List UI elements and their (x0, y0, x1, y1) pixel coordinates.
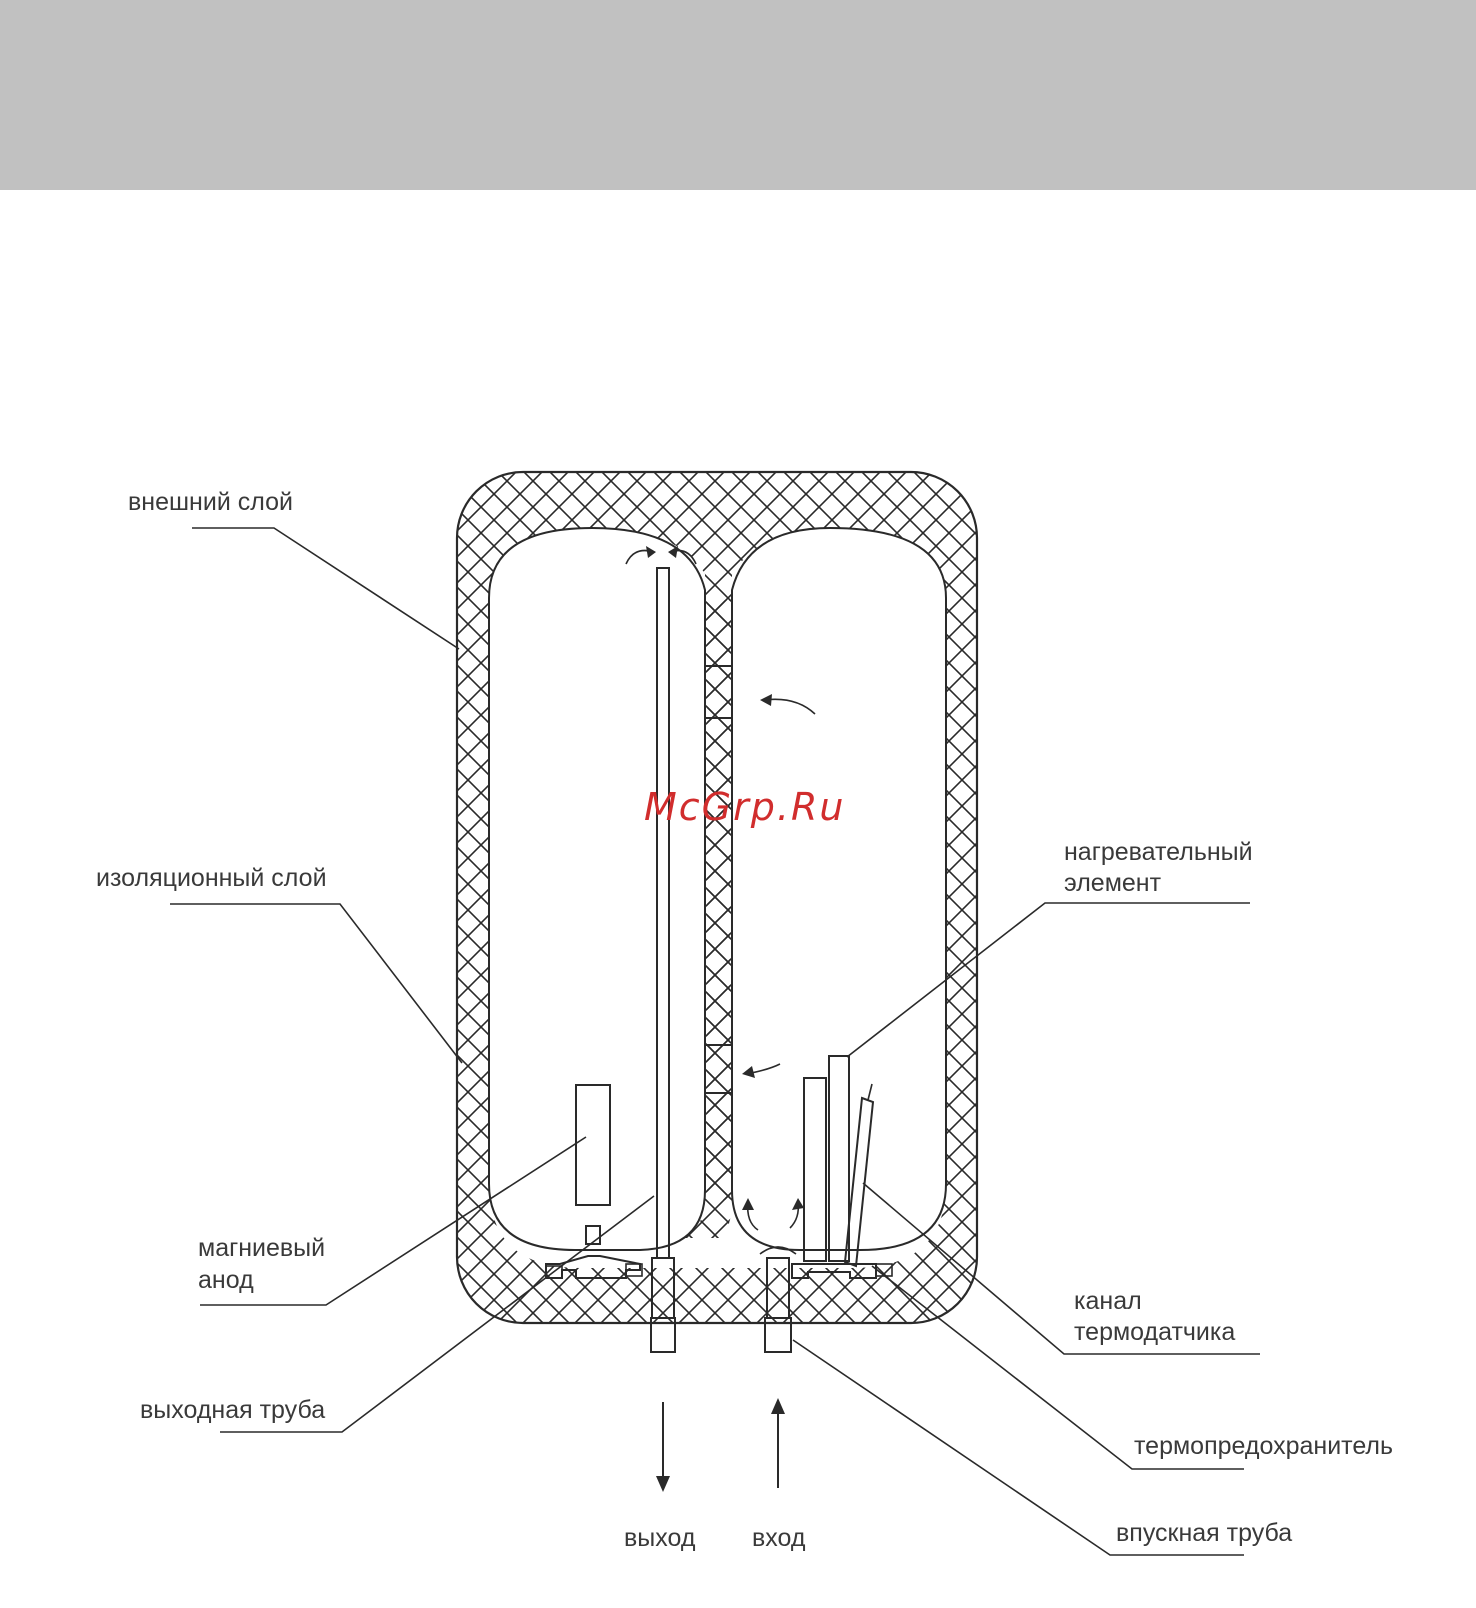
label-outlet: выход (624, 1524, 696, 1552)
label-insulation-layer: изоляционный слой (96, 864, 327, 892)
label-outer-layer: внешний слой (128, 488, 293, 516)
partition-insulation (707, 600, 730, 1200)
label-outlet-pipe: выходная труба (140, 1396, 325, 1424)
watermark: McGrp.Ru (644, 785, 845, 829)
label-magnesium-anode-2: анод (198, 1266, 254, 1294)
label-sensor-channel-1: канал (1074, 1287, 1142, 1315)
label-inlet: вход (752, 1524, 806, 1552)
label-heating-element-1: нагревательный (1064, 838, 1253, 866)
label-heating-element-2: элемент (1064, 869, 1162, 897)
label-magnesium-anode-1: магниевый (198, 1234, 325, 1262)
label-inlet-pipe: впускная труба (1116, 1519, 1292, 1547)
label-thermal-fuse: термопредохранитель (1134, 1432, 1393, 1460)
inlet-arrow (771, 1398, 785, 1488)
label-sensor-channel-2: термодатчика (1074, 1318, 1235, 1346)
outlet-arrow (656, 1402, 670, 1492)
